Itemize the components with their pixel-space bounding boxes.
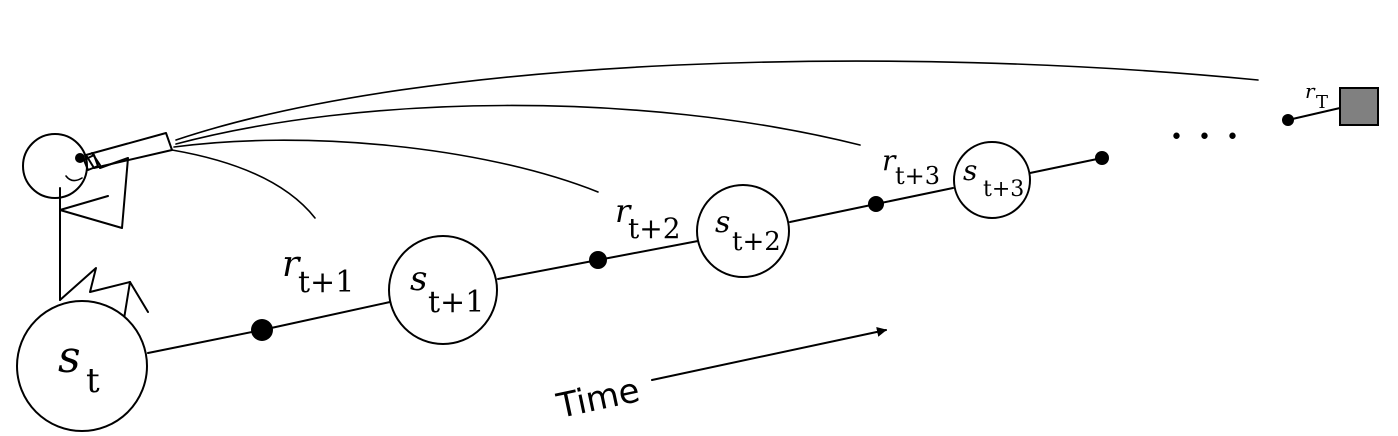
svg-text:t+2: t+2: [628, 212, 681, 245]
reward-node-rT: r T: [1282, 79, 1328, 126]
arc-to-reward-t2: [173, 139, 599, 193]
ellipsis: • • •: [1170, 125, 1243, 150]
arc-to-reward-t1: [171, 149, 316, 219]
reward-node-rt3: r t+3: [868, 144, 940, 212]
state-node-st1: s t+1: [388, 235, 498, 345]
svg-text:t+1: t+1: [428, 285, 484, 320]
svg-text:T: T: [1316, 92, 1328, 113]
time-label: Time: [553, 370, 644, 427]
svg-text:t: t: [86, 361, 100, 401]
svg-text:t+1: t+1: [298, 265, 354, 300]
terminal-state-square: [1339, 87, 1379, 126]
svg-text:s: s: [715, 205, 730, 240]
state-node-st: s t: [16, 300, 148, 432]
svg-text:t+2: t+2: [732, 227, 781, 257]
arc-to-reward-T: [175, 60, 1259, 141]
svg-text:t+3: t+3: [983, 177, 1024, 202]
svg-text:t+3: t+3: [895, 162, 940, 190]
svg-text:r: r: [282, 244, 301, 285]
time-arrow: [651, 326, 887, 381]
reward-node-rt1: r t+1: [251, 244, 354, 341]
svg-text:s: s: [410, 259, 427, 299]
state-node-st2: s t+2: [696, 184, 790, 278]
lookahead-arcs: [171, 60, 1259, 219]
svg-text:s: s: [963, 154, 977, 187]
svg-text:s: s: [58, 332, 81, 383]
arc-to-reward-t3: [175, 104, 861, 146]
state-node-st3: s t+3: [953, 141, 1031, 219]
svg-text:r: r: [1305, 79, 1316, 103]
trajectory: [147, 107, 1341, 354]
intermediate-dot: [1095, 151, 1109, 165]
svg-text:r: r: [615, 192, 632, 230]
svg-text:r: r: [882, 144, 897, 177]
time-axis: Time: [553, 326, 887, 427]
reward-node-rt2: r t+2: [589, 192, 681, 269]
